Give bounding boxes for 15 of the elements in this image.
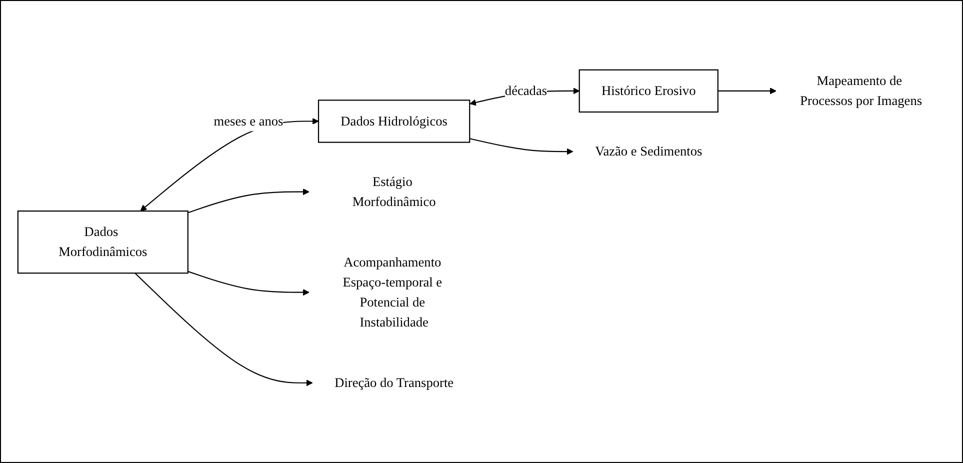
arrow: [469, 138, 573, 154]
node-box: Dados Hidrológicos: [317, 99, 470, 142]
node-text: Acompanhamento Espaço-temporal e Potencial de Instabilidade: [342, 254, 442, 329]
node-text: Mapeamento de Processos por Imagens: [800, 72, 922, 108]
node-box: Histórico Erosivo: [578, 68, 718, 112]
node-text: Estágio Morfodinâmico: [352, 174, 436, 208]
arrow: [134, 272, 312, 386]
edge-label: décadas: [504, 82, 547, 98]
node-text: Direção do Transporte: [334, 374, 454, 390]
edge-label: meses e anos: [213, 113, 283, 128]
arrow: [187, 188, 309, 213]
arrow: [717, 87, 776, 94]
node-box: Dados Morfodinâmicos: [16, 210, 188, 274]
node-text: Vazão e Sedimentos: [594, 143, 702, 158]
arrow: [187, 270, 309, 296]
